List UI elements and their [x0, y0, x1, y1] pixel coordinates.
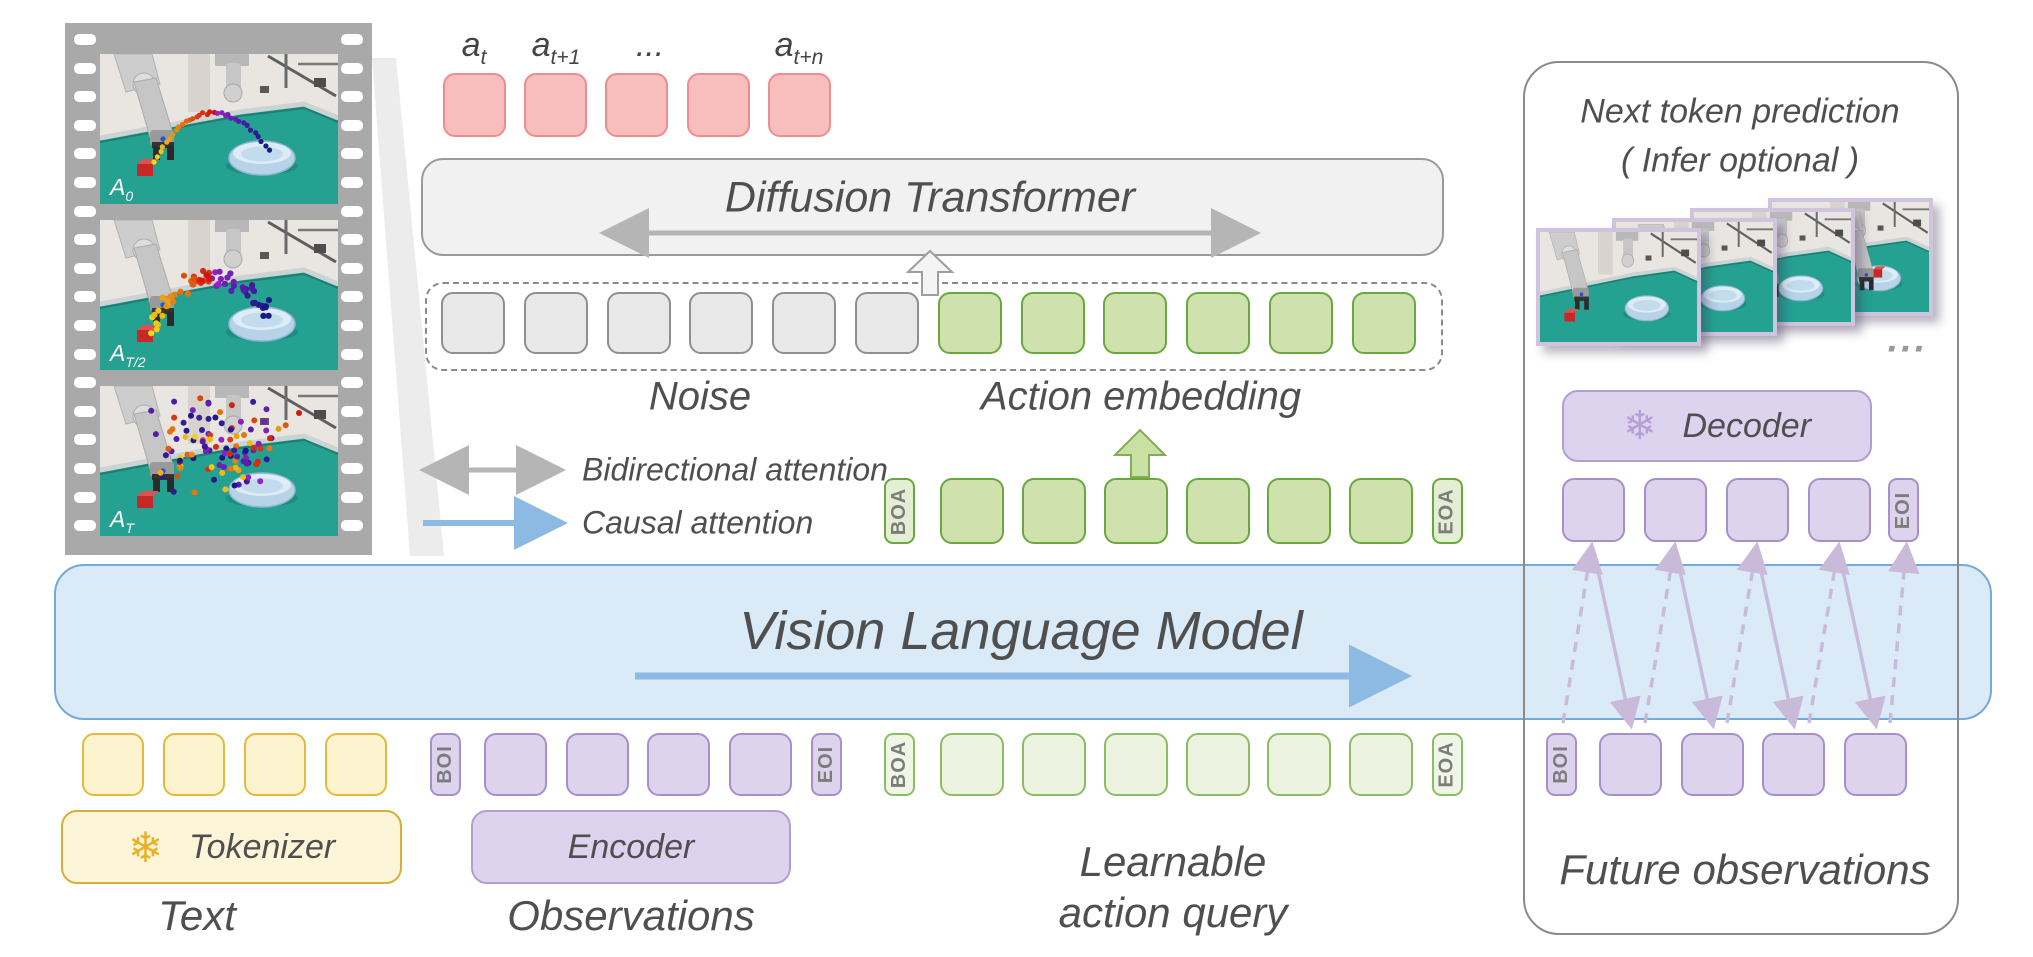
- noise-token: [523, 292, 588, 354]
- future-observation-token: [1844, 733, 1907, 796]
- noise-token: [772, 292, 837, 354]
- action-embedding-token: [1103, 292, 1168, 354]
- encoder-label: Encoder: [567, 827, 695, 866]
- film-frame: AT/2: [100, 220, 338, 370]
- svg-text:AT/2: AT/2: [108, 340, 146, 370]
- robot-scene-svg: [1540, 232, 1697, 342]
- causal-attention-label: Causal attention: [582, 504, 814, 541]
- observation-token: [647, 733, 710, 796]
- action-query-token: [1022, 733, 1086, 796]
- observation-token: [484, 733, 547, 796]
- text-token: [163, 733, 225, 796]
- tokenizer-label: Tokenizer: [189, 827, 336, 866]
- boi-tag: BOI: [1546, 733, 1577, 796]
- eoi-tag-label: EOI: [1892, 491, 1915, 529]
- action-output-token: [443, 73, 506, 137]
- diffusion-transformer-label: Diffusion Transformer: [724, 173, 1136, 222]
- learnable-label-line1: Learnable: [1079, 838, 1267, 885]
- panel-ellipsis: ...: [1887, 318, 1929, 361]
- robot-scene-svg: A0: [100, 54, 338, 204]
- boa-tag: BOA: [884, 733, 915, 796]
- panel-title: Next token prediction: [1580, 92, 1900, 131]
- action-query-token: [1349, 733, 1413, 796]
- future-observation-token: [1681, 733, 1744, 796]
- encoder-box: Encoder: [471, 810, 791, 884]
- eoa-tag: EOA: [1432, 478, 1463, 544]
- action-output-label: at+n: [774, 26, 824, 69]
- action-output-label: at: [461, 26, 487, 69]
- bidirectional-attention-label: Bidirectional attention: [582, 451, 888, 488]
- eoa-tag: EOA: [1432, 733, 1463, 796]
- noise-token: [606, 292, 671, 354]
- action-output-token: [605, 73, 668, 137]
- decoder-label: Decoder: [1682, 406, 1812, 445]
- robot-scene-svg: AT: [100, 386, 338, 536]
- film-frame: AT: [100, 386, 338, 536]
- tokenizer-box: ❄ Tokenizer: [61, 810, 402, 884]
- eoa-tag-label: EOA: [1436, 741, 1458, 788]
- eoa-tag-label: EOA: [1436, 487, 1458, 535]
- text-token: [325, 733, 387, 796]
- decoder-box: ❄ Decoder: [1562, 390, 1872, 462]
- action-query-token: [1267, 733, 1331, 796]
- boa-tag-label: BOA: [888, 487, 911, 535]
- action-embedding-token: [1020, 292, 1085, 354]
- action-output-token: [687, 73, 750, 137]
- noise-token: [689, 292, 754, 354]
- eoi-tag-label: EOI: [815, 745, 838, 784]
- text-token: [82, 733, 144, 796]
- predicted-observation-token: [1562, 478, 1625, 542]
- future-observation-token: [1762, 733, 1825, 796]
- noise-label: Noise: [648, 374, 752, 419]
- predicted-frame-image: [1536, 228, 1701, 346]
- action-embedding-token: [940, 478, 1004, 544]
- boi-tag-label: BOI: [1550, 745, 1572, 784]
- eoi-tag: EOI: [1888, 478, 1919, 542]
- noise-token: [441, 292, 505, 354]
- observation-token: [729, 733, 792, 796]
- svg-text:AT: AT: [108, 506, 135, 536]
- action-output-token: [768, 73, 831, 137]
- action-embedding-token: [1186, 478, 1250, 544]
- action-output-label: ...: [635, 26, 665, 64]
- action-query-token: [940, 733, 1004, 796]
- action-output-label: at+1: [531, 26, 581, 69]
- boi-tag: BOI: [430, 733, 461, 796]
- future-observations-label: Future observations: [1559, 846, 1931, 893]
- observations-input-label: Observations: [507, 892, 755, 939]
- predicted-observation-token: [1808, 478, 1871, 542]
- action-embedding-label: Action embedding: [980, 374, 1302, 419]
- vision-language-model-label: Vision Language Model: [739, 601, 1303, 661]
- action-query-token: [1186, 733, 1250, 796]
- boa-tag: BOA: [884, 478, 915, 544]
- predicted-observation-token: [1644, 478, 1707, 542]
- predicted-observation-token: [1726, 478, 1789, 542]
- snowflake-icon: ❄: [1622, 404, 1657, 448]
- action-query-token: [1104, 733, 1168, 796]
- robot-scene-svg: AT/2: [100, 220, 338, 370]
- action-embedding-token: [1349, 478, 1413, 544]
- action-embedding-token: [1104, 478, 1168, 544]
- panel-subtitle: ( Infer optional ): [1620, 141, 1860, 180]
- action-embedding-token: [1267, 478, 1331, 544]
- text-input-label: Text: [158, 892, 236, 939]
- noise-token: [855, 292, 919, 354]
- boi-tag-label: BOI: [434, 745, 456, 784]
- future-observation-token: [1599, 733, 1662, 796]
- snowflake-icon: ❄: [127, 823, 164, 871]
- action-embedding-token: [1269, 292, 1333, 354]
- action-output-token: [524, 73, 587, 137]
- learnable-label-line2: action query: [1058, 889, 1288, 936]
- eoi-tag: EOI: [811, 733, 842, 796]
- text-token: [244, 733, 306, 796]
- action-embedding-token: [937, 292, 1002, 354]
- action-embedding-token: [1022, 478, 1086, 544]
- film-frame: A0: [100, 54, 338, 204]
- action-embedding-token: [1351, 292, 1416, 354]
- observation-token: [566, 733, 629, 796]
- action-embedding-token: [1186, 292, 1251, 354]
- boa-tag-label: BOA: [888, 740, 911, 789]
